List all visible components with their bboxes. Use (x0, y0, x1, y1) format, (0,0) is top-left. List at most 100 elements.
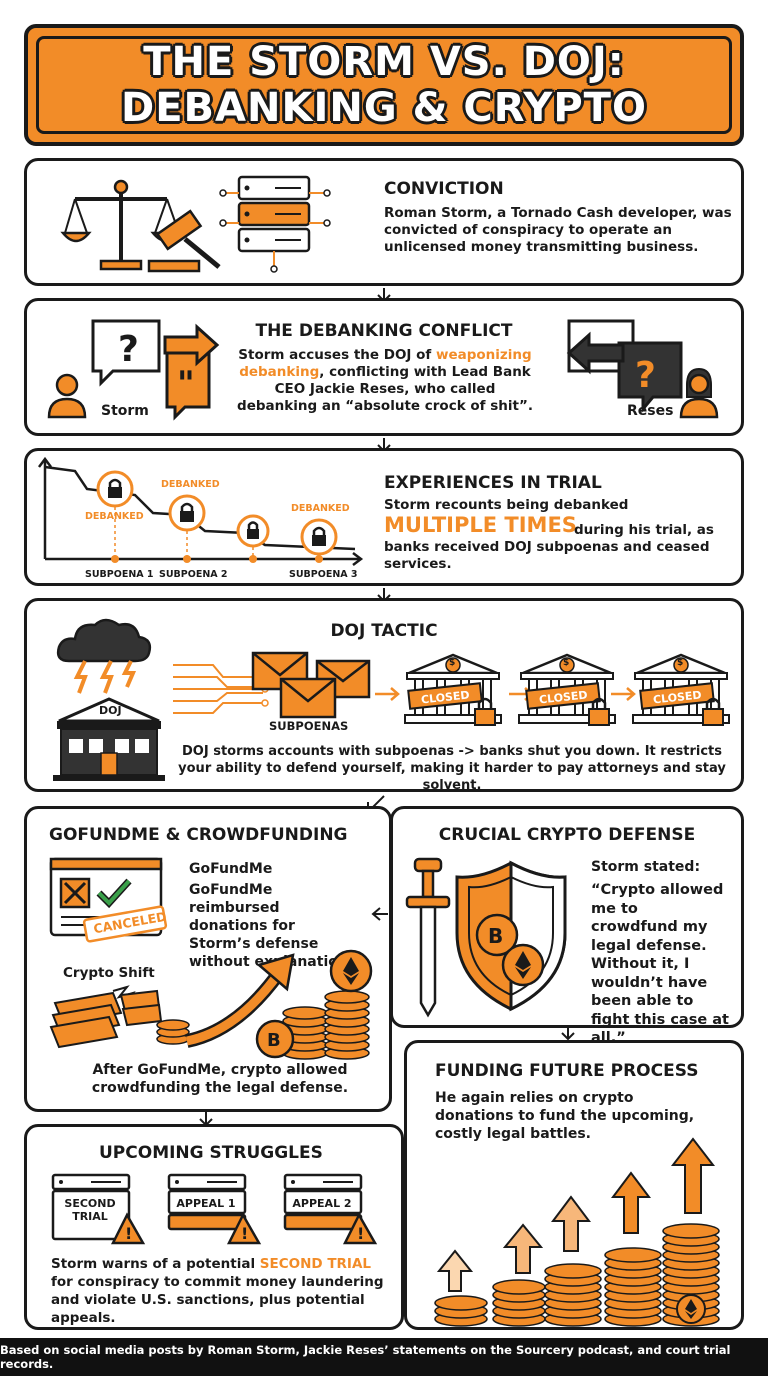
gofundme-subheading: GoFundMe (189, 861, 273, 877)
storm-label: Storm (101, 403, 149, 419)
bank-closed-2: $ CLOSED (517, 651, 621, 731)
svg-text:?: ? (118, 329, 139, 370)
growing-coin-stacks-icon (434, 1137, 720, 1327)
svg-text:!: ! (357, 1224, 364, 1243)
trial-text-highlight: MULTIPLE TIMES (384, 513, 577, 537)
conviction-text: Roman Storm, a Tornado Cash developer, w… (384, 205, 732, 255)
bank-icon (518, 653, 616, 726)
trial-text-post: during his trial, as banks received DOJ … (384, 522, 714, 572)
upcoming-card: UPCOMING STRUGGLES ! SECOND TRIAL ! APPE… (24, 1124, 404, 1330)
upcoming-heading: UPCOMING STRUGGLES (99, 1143, 323, 1163)
canceled-page-icon (49, 857, 168, 943)
debanking-card: ? " Storm THE DEBANKING CONFLICT Storm a… (24, 298, 744, 436)
appeal-1-item: ! APPEAL 1 (167, 1173, 267, 1247)
lock-icon (168, 494, 206, 532)
coin-stack-icon (434, 1223, 720, 1327)
ethereum-coin-icon (329, 949, 373, 993)
doj-building-icon (53, 697, 165, 781)
trial-heading: EXPERIENCES IN TRIAL (384, 473, 602, 493)
bank-symbol: $ (563, 658, 570, 668)
reses-label: Reses (627, 403, 674, 419)
arrow-left-icon (371, 907, 388, 921)
server-warning-icon: ! (51, 1173, 146, 1245)
conviction-card: CONVICTION Roman Storm, a Tornado Cash d… (24, 158, 744, 286)
lock-icon (96, 470, 134, 508)
gofundme-heading: GOFUNDME & CROWDFUNDING (49, 825, 348, 845)
defense-heading: CRUCIAL CRYPTO DEFENSE (438, 825, 696, 845)
title-line-2: DEBANKING & CRYPTO (121, 85, 647, 131)
arrow-up-icon (436, 1137, 716, 1292)
appeal-1-label: APPEAL 1 (176, 1197, 236, 1210)
server-network-icon (219, 175, 331, 273)
svg-text:?: ? (635, 355, 656, 396)
bitcoin-coin-icon: B (255, 1019, 295, 1059)
title-line-1: THE STORM VS. DOJ: (143, 39, 625, 85)
lock-icon (236, 514, 270, 548)
arrow-right-icon (611, 687, 636, 701)
coin-stack-icon (282, 990, 370, 1060)
subpoena-label-1: SUBPOENA 1 (85, 569, 154, 580)
debanking-text-pre: Storm accuses the DOJ of (238, 347, 436, 363)
svg-text:": " (177, 364, 195, 404)
defense-quote: “Crypto allowed me to crowdfund my legal… (591, 882, 729, 1046)
debanking-text-post: , conflicting with Lead Bank CEO Jackie … (237, 364, 533, 414)
subpoena-label-2: SUBPOENA 2 (159, 569, 228, 580)
trial-card: DEBANKED DEBANKED DEBANKED SUBPOENA 1 SU… (24, 448, 744, 586)
trial-text-pre: Storm recounts being debanked (384, 497, 629, 513)
upcoming-text-pre: Storm warns of a potential (51, 1256, 260, 1272)
arrow-down-icon (561, 1026, 575, 1041)
debanking-text-highlight: weaponizing debanking (239, 347, 532, 380)
defense-card: CRUCIAL CRYPTO DEFENSE B Storm stated: “… (390, 806, 744, 1046)
debanked-label-3: DEBANKED (291, 503, 350, 514)
debanked-label-2: DEBANKED (161, 479, 220, 490)
second-trial-item: ! SECOND TRIAL (51, 1173, 151, 1247)
gofundme-bottom-text: After GoFundMe, crypto allowed crowdfund… (91, 1062, 349, 1096)
doj-label: DOJ (99, 704, 122, 717)
storm-cloud-icon (56, 618, 152, 694)
circuit-lines-icon (173, 664, 269, 714)
tactic-card: DOJ TACTIC DOJ SUBPOENAS (24, 598, 744, 793)
svg-text:B: B (488, 924, 503, 948)
bank-icon (632, 653, 730, 726)
shield-sword-icon: B (405, 857, 567, 1018)
ethereum-coin-icon (501, 943, 545, 987)
debanking-heading: THE DEBANKING CONFLICT (255, 321, 513, 341)
title-frame: THE STORM VS. DOJ: DEBANKING & CRYPTO (36, 36, 732, 134)
reses-question-bubble-icon: ? (566, 319, 683, 414)
server-warning-icon: ! (283, 1173, 378, 1245)
lock-icon (300, 518, 338, 556)
conviction-heading: CONVICTION (384, 179, 504, 199)
future-heading: FUNDING FUTURE PROCESS (435, 1061, 699, 1081)
tactic-heading: DOJ TACTIC (330, 621, 438, 641)
bank-closed-3: $ CLOSED (631, 651, 735, 731)
bank-symbol: $ (449, 658, 456, 668)
subpoena-label-3: SUBPOENA 3 (289, 569, 358, 580)
crypto-shift-label: Crypto Shift (63, 965, 155, 981)
footer-source-note: Based on social media posts by Roman Sto… (0, 1338, 768, 1376)
appeal-2-label: APPEAL 2 (292, 1197, 352, 1210)
tactic-text: DOJ storms accounts with subpoenas -> ba… (178, 744, 726, 793)
upcoming-text-post: for conspiracy to commit money launderin… (51, 1274, 384, 1326)
subpoenas-label: SUBPOENAS (269, 719, 349, 733)
cash-to-crypto-icon: B (49, 949, 373, 1060)
bitcoin-coin-icon: B (475, 913, 519, 957)
gofundme-card: GOFUNDME & CROWDFUNDING CANCELED GoFundM… (24, 806, 392, 1112)
server-warning-icon: ! (167, 1173, 262, 1245)
debanking-timeline-graph (38, 456, 364, 566)
arrow-right-icon (375, 687, 400, 701)
appeal-2-item: ! APPEAL 2 (283, 1173, 383, 1247)
title-banner: THE STORM VS. DOJ: DEBANKING & CRYPTO (24, 24, 744, 146)
upcoming-text: Storm warns of a potential SECOND TRIAL … (51, 1255, 393, 1327)
gavel-icon (147, 209, 221, 273)
defense-intro: Storm stated: (591, 859, 701, 875)
debanked-label-1: DEBANKED (85, 511, 144, 522)
reses-person-icon (679, 367, 719, 419)
svg-text:!: ! (241, 1224, 248, 1243)
bank-icon (404, 653, 502, 726)
upcoming-text-highlight: SECOND TRIAL (259, 1256, 372, 1272)
storm-person-icon (47, 373, 87, 419)
bank-symbol: $ (677, 658, 684, 668)
debanking-text: Storm accuses the DOJ of weaponizing deb… (235, 347, 535, 415)
second-trial-label: SECOND TRIAL (64, 1197, 116, 1223)
svg-text:B: B (267, 1030, 281, 1051)
